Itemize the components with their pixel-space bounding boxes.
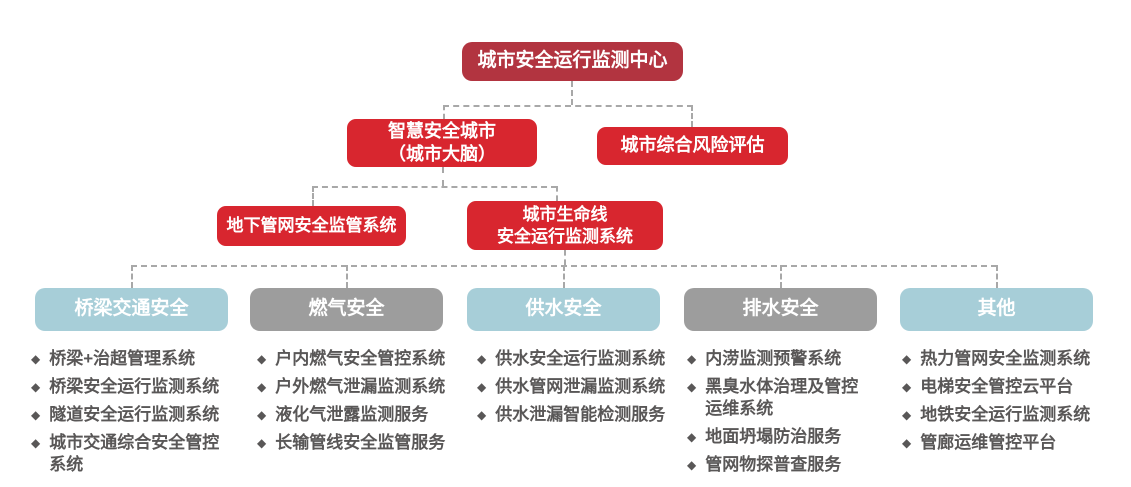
list-bridge-traffic: ◆ 桥梁+治超管理系统 ◆ 桥梁安全运行监测系统 ◆ 隧道安全运行监测系统 ◆ … bbox=[31, 348, 249, 482]
list-item-label: 户内燃气安全管控系统 bbox=[275, 349, 446, 368]
list-item: ◆ 电梯安全管控云平台 bbox=[902, 376, 1127, 398]
list-item-label: 热力管网安全监测系统 bbox=[920, 349, 1091, 368]
diamond-bullet-icon: ◆ bbox=[477, 380, 487, 394]
category-others: 其他 bbox=[900, 288, 1093, 331]
connector-level2-horizontal bbox=[443, 105, 693, 107]
node-city-lifeline: 城市生命线 安全运行监测系统 bbox=[467, 201, 663, 250]
list-item: ◆ 长输管线安全监管服务 bbox=[257, 432, 475, 454]
list-item-label: 管网物探普查服务 bbox=[705, 455, 842, 474]
list-item: ◆ 供水安全运行监测系统 bbox=[477, 348, 695, 370]
node-smart-safety-city: 智慧安全城市 （城市大脑） bbox=[347, 119, 537, 167]
connector-root-down bbox=[571, 81, 573, 105]
connector-to-risk-assessment bbox=[691, 105, 693, 127]
diamond-bullet-icon: ◆ bbox=[31, 352, 41, 366]
list-item-label: 供水管网泄漏监测系统 bbox=[495, 377, 666, 396]
list-item-label: 隧道安全运行监测系统 bbox=[49, 405, 220, 424]
diamond-bullet-icon: ◆ bbox=[257, 352, 267, 366]
node-risk-assessment: 城市综合风险评估 bbox=[597, 127, 788, 165]
category-drainage-safety: 排水安全 bbox=[684, 288, 877, 331]
diamond-bullet-icon: ◆ bbox=[477, 352, 487, 366]
list-item: ◆ 供水泄漏智能检测服务 bbox=[477, 404, 695, 426]
list-item-label: 管廊运维管控平台 bbox=[920, 433, 1057, 452]
list-item-label: 供水安全运行监测系统 bbox=[495, 349, 666, 368]
diamond-bullet-icon: ◆ bbox=[687, 430, 697, 444]
list-item: ◆ 城市交通综合安全管控 系统 bbox=[31, 432, 249, 476]
list-item-label: 液化气泄露监测服务 bbox=[275, 405, 429, 424]
connector-to-city-lifeline bbox=[556, 186, 558, 201]
diamond-bullet-icon: ◆ bbox=[257, 436, 267, 450]
list-item: ◆ 地面坍塌防治服务 bbox=[687, 426, 905, 448]
diamond-bullet-icon: ◆ bbox=[687, 380, 697, 394]
list-item: ◆ 桥梁+治超管理系统 bbox=[31, 348, 249, 370]
list-item-label: 城市交通综合安全管控 系统 bbox=[49, 433, 220, 474]
diamond-bullet-icon: ◆ bbox=[687, 352, 697, 366]
node-underground-pipeline: 地下管网安全监管系统 bbox=[217, 206, 406, 246]
list-item: ◆ 桥梁安全运行监测系统 bbox=[31, 376, 249, 398]
list-others: ◆ 热力管网安全监测系统 ◆ 电梯安全管控云平台 ◆ 地铁安全运行监测系统 ◆ … bbox=[902, 348, 1127, 460]
list-item: ◆ 黑臭水体治理及管控 运维系统 bbox=[687, 376, 905, 420]
list-item-label: 户外燃气泄漏监测系统 bbox=[275, 377, 446, 396]
list-item-label: 内涝监测预警系统 bbox=[705, 349, 842, 368]
diamond-bullet-icon: ◆ bbox=[31, 380, 41, 394]
diamond-bullet-icon: ◆ bbox=[31, 436, 41, 450]
connector-to-gas bbox=[346, 265, 348, 288]
diamond-bullet-icon: ◆ bbox=[902, 436, 912, 450]
diamond-bullet-icon: ◆ bbox=[477, 408, 487, 422]
category-bridge-traffic-safety: 桥梁交通安全 bbox=[35, 288, 228, 331]
connector-level3-horizontal bbox=[312, 186, 557, 188]
diamond-bullet-icon: ◆ bbox=[902, 408, 912, 422]
connector-to-others bbox=[996, 265, 998, 288]
diamond-bullet-icon: ◆ bbox=[902, 352, 912, 366]
connector-to-drainage bbox=[780, 265, 782, 288]
list-item: ◆ 地铁安全运行监测系统 bbox=[902, 404, 1127, 426]
list-item: ◆ 户外燃气泄漏监测系统 bbox=[257, 376, 475, 398]
list-item: ◆ 管网物探普查服务 bbox=[687, 454, 905, 476]
list-drainage: ◆ 内涝监测预警系统 ◆ 黑臭水体治理及管控 运维系统 ◆ 地面坍塌防治服务 ◆… bbox=[687, 348, 905, 482]
category-gas-safety: 燃气安全 bbox=[250, 288, 443, 331]
list-water-supply: ◆ 供水安全运行监测系统 ◆ 供水管网泄漏监测系统 ◆ 供水泄漏智能检测服务 bbox=[477, 348, 695, 432]
node-monitoring-center: 城市安全运行监测中心 bbox=[462, 42, 683, 81]
diamond-bullet-icon: ◆ bbox=[257, 408, 267, 422]
list-item-label: 桥梁安全运行监测系统 bbox=[49, 377, 220, 396]
list-gas: ◆ 户内燃气安全管控系统 ◆ 户外燃气泄漏监测系统 ◆ 液化气泄露监测服务 ◆ … bbox=[257, 348, 475, 460]
list-item: ◆ 内涝监测预警系统 bbox=[687, 348, 905, 370]
list-item: ◆ 管廊运维管控平台 bbox=[902, 432, 1127, 454]
list-item-label: 桥梁+治超管理系统 bbox=[49, 349, 196, 368]
diamond-bullet-icon: ◆ bbox=[31, 408, 41, 422]
connector-to-bridge-traffic bbox=[131, 265, 133, 288]
category-water-supply-safety: 供水安全 bbox=[467, 288, 660, 331]
list-item-label: 黑臭水体治理及管控 运维系统 bbox=[705, 377, 859, 418]
list-item-label: 地铁安全运行监测系统 bbox=[920, 405, 1091, 424]
list-item: ◆ 隧道安全运行监测系统 bbox=[31, 404, 249, 426]
diamond-bullet-icon: ◆ bbox=[257, 380, 267, 394]
list-item: ◆ 热力管网安全监测系统 bbox=[902, 348, 1127, 370]
list-item-label: 供水泄漏智能检测服务 bbox=[495, 405, 666, 424]
list-item-label: 电梯安全管控云平台 bbox=[920, 377, 1074, 396]
diamond-bullet-icon: ◆ bbox=[687, 458, 697, 472]
connector-to-water-supply bbox=[563, 265, 565, 288]
list-item-label: 长输管线安全监管服务 bbox=[275, 433, 446, 452]
connector-to-smart-city bbox=[443, 105, 445, 119]
list-item: ◆ 供水管网泄漏监测系统 bbox=[477, 376, 695, 398]
connector-lifeline-down bbox=[564, 250, 566, 265]
list-item-label: 地面坍塌防治服务 bbox=[705, 427, 842, 446]
connector-to-underground-pipeline bbox=[312, 186, 314, 206]
list-item: ◆ 户内燃气安全管控系统 bbox=[257, 348, 475, 370]
list-item: ◆ 液化气泄露监测服务 bbox=[257, 404, 475, 426]
diamond-bullet-icon: ◆ bbox=[902, 380, 912, 394]
connector-smart-city-down bbox=[442, 167, 444, 186]
